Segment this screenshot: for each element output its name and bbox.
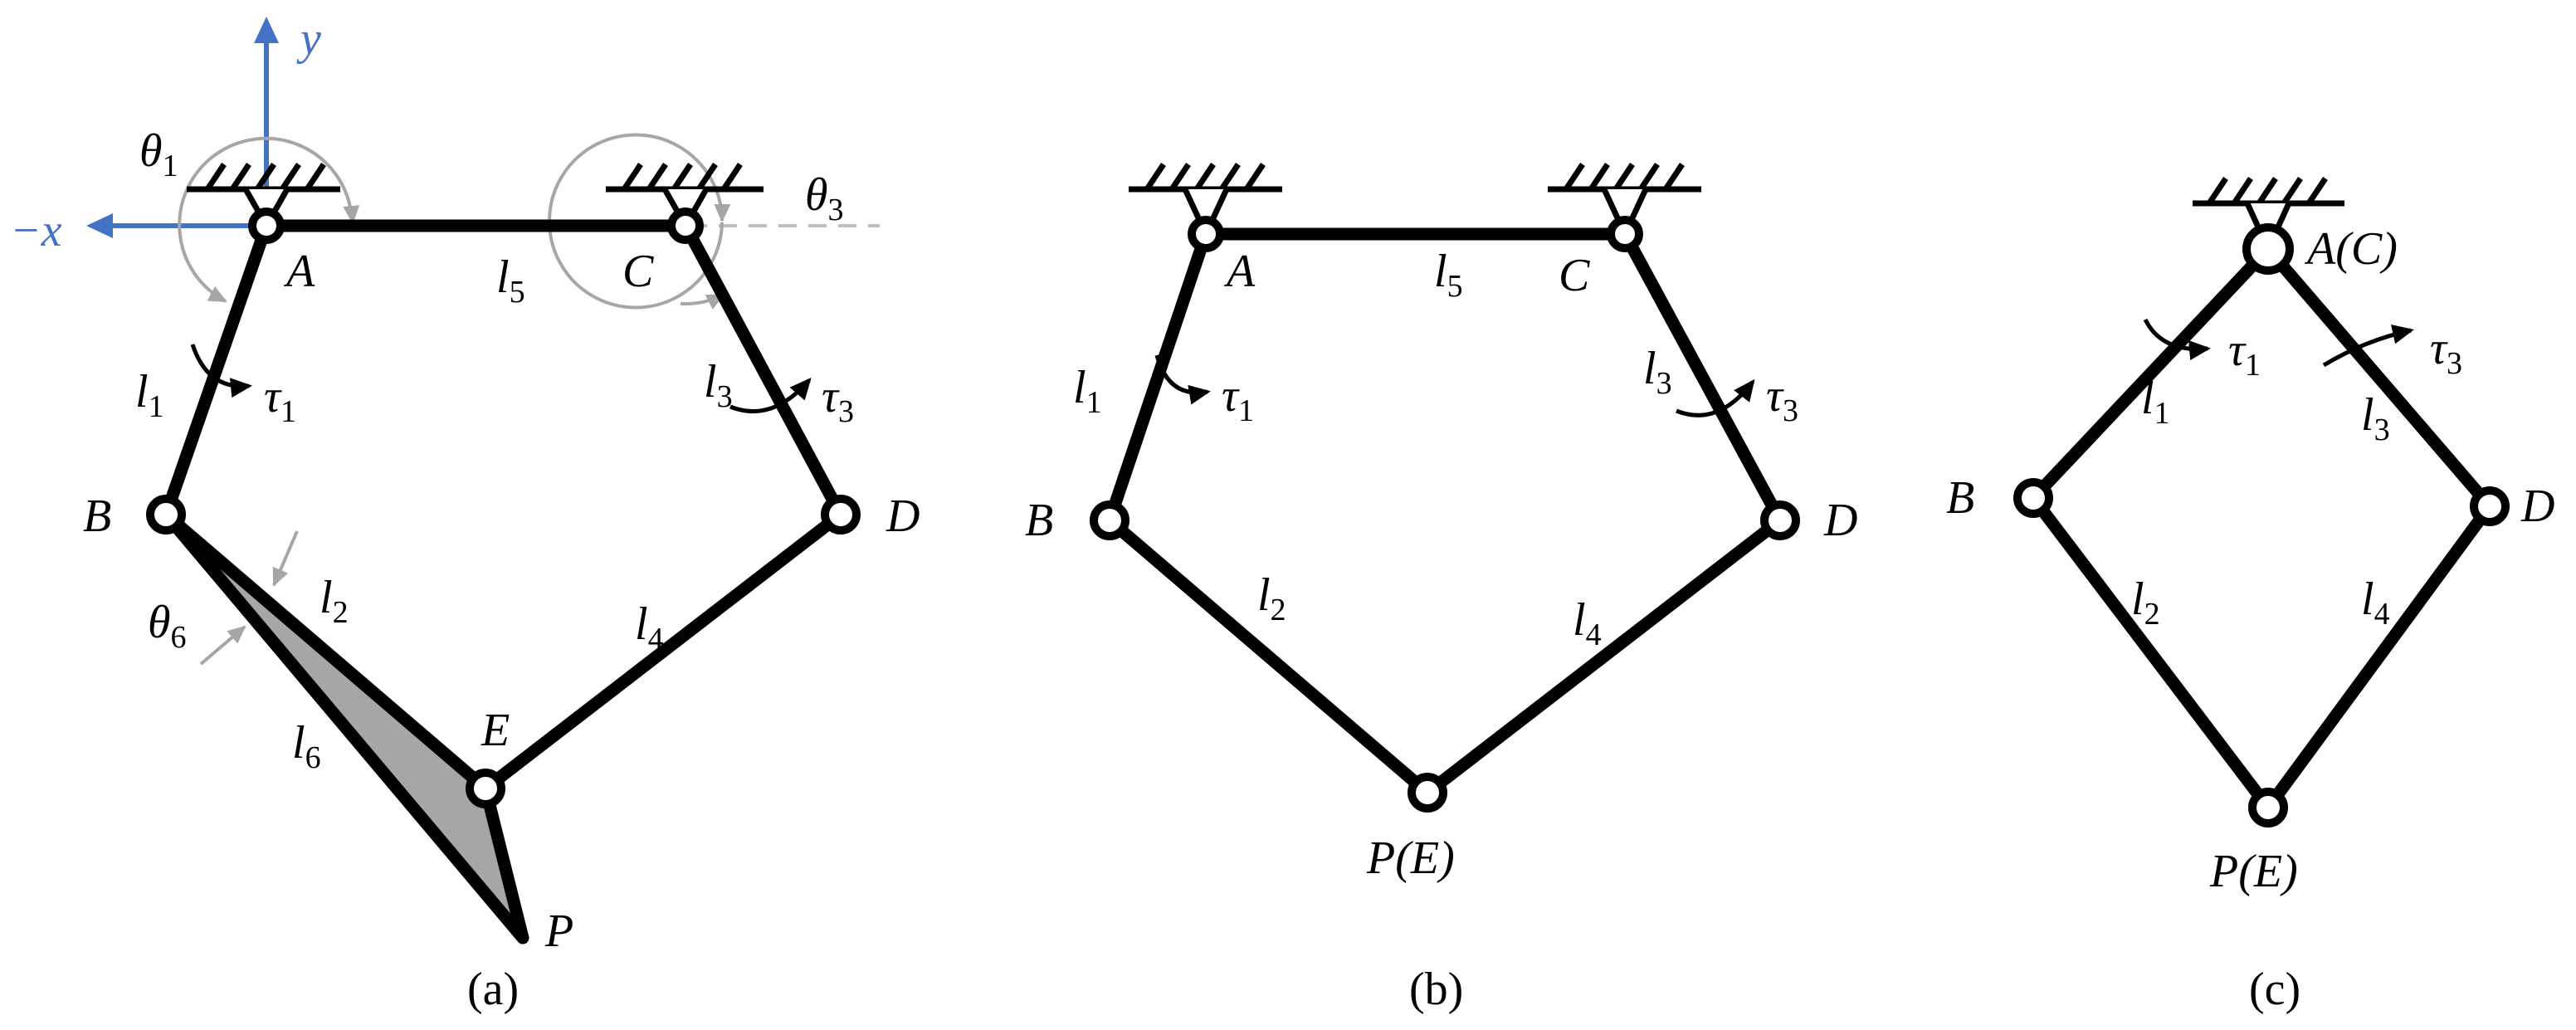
link-l1-c	[2027, 242, 2275, 505]
caption-a: (a)	[467, 964, 519, 1015]
label-joint-c-b: C	[1559, 250, 1590, 301]
label-l5: l5	[496, 251, 525, 310]
joint-c	[667, 207, 704, 244]
ground-c-b	[1548, 163, 1701, 242]
joint-d-b	[1760, 500, 1800, 540]
link-l3	[679, 219, 847, 521]
label-joint-b-b: B	[1025, 495, 1053, 546]
theta3-arc-end	[714, 203, 731, 222]
joint-d-c	[2470, 486, 2510, 526]
link-l3-c	[2261, 242, 2496, 513]
theta1-arc	[178, 136, 353, 303]
y-axis-label: y	[296, 13, 321, 65]
label-joint-b-c: B	[1946, 472, 1974, 524]
label-joint-pe-c: P(E)	[2209, 846, 2298, 897]
link-l4	[479, 508, 847, 795]
label-l4-c: l4	[2361, 574, 2390, 632]
label-l3: l3	[704, 356, 733, 414]
link-l1	[159, 219, 273, 521]
link-l2-c	[2027, 491, 2275, 814]
label-l1-c: l1	[2141, 373, 2170, 431]
label-l3-c: l3	[2361, 389, 2390, 447]
label-tau1: τ1	[264, 371, 296, 429]
panel-c: A(C) B D P(E) l1 l3 l2 l4 τ1 τ3 (c)	[1946, 177, 2554, 1015]
label-joint-c: C	[622, 246, 654, 297]
label-l4-b: l4	[1573, 594, 1602, 652]
label-tau3-b: τ3	[1766, 370, 1798, 428]
joint-c-b	[1607, 216, 1643, 252]
label-joint-pe-b: P(E)	[1366, 832, 1455, 884]
label-l5-b: l5	[1434, 246, 1463, 304]
label-l1: l1	[135, 366, 164, 424]
torque-tau3-arrow	[729, 377, 812, 414]
torque-tau1-arrow-c	[2143, 318, 2211, 360]
caption-b: (b)	[1409, 964, 1463, 1015]
label-joint-ac-c: A(C)	[2304, 223, 2398, 275]
joint-pe-b	[1408, 773, 1447, 813]
label-joint-a: A	[283, 246, 315, 297]
label-tau3-c: τ3	[2430, 323, 2462, 381]
link-l6-triangle	[159, 508, 529, 945]
torque-tau3-arrow-b	[1676, 378, 1755, 417]
link-l4-c	[2261, 500, 2496, 814]
joint-a-b	[1188, 216, 1224, 252]
theta6-arrow-1	[272, 530, 299, 587]
label-l6: l6	[292, 717, 321, 775]
label-l1-b: l1	[1073, 362, 1102, 420]
label-l4: l4	[635, 598, 664, 657]
label-theta1: θ1	[139, 125, 178, 183]
torque-tau3-arrow-c	[2322, 324, 2414, 368]
label-tau1-b: τ1	[1222, 370, 1254, 428]
link-l3-b	[1618, 227, 1787, 527]
label-tau1-c: τ1	[2228, 325, 2261, 383]
y-axis-arrowhead	[254, 17, 279, 43]
joint-b	[146, 495, 186, 535]
joint-a	[248, 207, 285, 244]
panel-b: A C B D P(E) l5 l1 l3 l2 l4 τ1 τ3 (b)	[1025, 163, 1857, 1015]
caption-c: (c)	[2249, 964, 2300, 1015]
x-axis-label: −x	[10, 205, 62, 256]
link-l2-b	[1103, 514, 1434, 799]
link-l4-b	[1421, 514, 1787, 799]
label-l2-b: l2	[1257, 569, 1286, 627]
joint-e	[466, 769, 505, 808]
label-l2-c: l2	[2131, 574, 2160, 632]
label-theta3: θ3	[805, 169, 844, 227]
ground-a-b	[1129, 163, 1282, 242]
joint-ac-c	[2242, 223, 2294, 275]
label-joint-a-b: A	[1223, 246, 1256, 297]
theta6-arrow-2	[199, 625, 246, 666]
label-tau3: τ3	[822, 371, 854, 429]
label-theta6: θ6	[148, 597, 187, 655]
joint-d	[821, 495, 861, 535]
label-joint-d-c: D	[2520, 481, 2554, 532]
label-l2: l2	[320, 572, 349, 630]
x-axis-arrowhead	[86, 213, 113, 238]
label-joint-d-b: D	[1823, 495, 1857, 546]
label-joint-d: D	[886, 491, 920, 542]
torque-tau1-arrow-b	[1154, 354, 1211, 405]
joint-b-b	[1090, 500, 1129, 540]
label-joint-b: B	[83, 491, 111, 542]
joint-pe-c	[2248, 788, 2288, 827]
label-joint-e: E	[481, 705, 510, 756]
link-l1-b	[1103, 227, 1212, 527]
joint-b-c	[2013, 478, 2053, 518]
panel-a: y −x	[10, 13, 920, 1015]
label-l3-b: l3	[1643, 343, 1672, 401]
torque-tau1-arrow	[190, 344, 252, 398]
label-point-p: P	[544, 906, 573, 957]
